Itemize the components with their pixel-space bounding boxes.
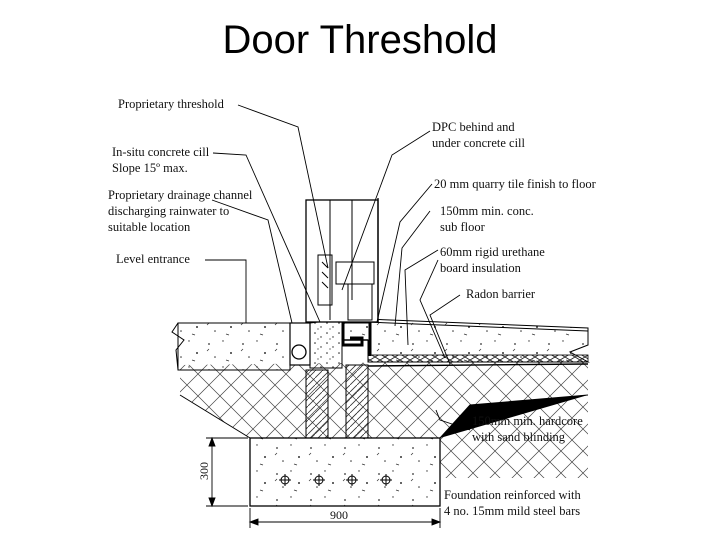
label-hardcore: 150mm min. hardcore [472,414,583,428]
concrete-cill [309,318,343,369]
width-dimension-label: 900 [330,508,348,522]
label-quarry-tile: 20 mm quarry tile finish to floor [434,177,597,191]
label-subfloor: 150mm min. conc. [440,204,534,218]
label-foundation: Foundation reinforced with [444,488,582,502]
drainage-channel [289,322,311,366]
label-radon-barrier: Radon barrier [466,287,536,301]
label-drainage-location: suitable location [108,220,191,234]
page-title: Door Threshold [222,18,498,62]
label-drainage-channel: Proprietary drainage channel [108,188,253,202]
leader-lines [205,104,471,431]
hardcore-layer [179,360,589,478]
label-cill-slope: Slope 15º max. [112,161,188,175]
foundation [249,437,441,507]
label-insulation: 60mm rigid urethane [440,245,545,259]
internal-floor [341,317,590,367]
label-proprietary-threshold: Proprietary threshold [118,97,225,111]
label-insitu-cill: In-situ concrete cill [112,145,210,159]
label-level-entrance: Level entrance [116,252,190,266]
label-insulation-2: board insulation [440,261,522,275]
label-drainage-discharge: discharging rainwater to [108,204,229,218]
external-paving-slab [171,322,291,371]
label-dpc-under-cill: under concrete cill [432,136,526,150]
label-subfloor-2: sub floor [440,220,486,234]
height-dimension-label: 300 [197,462,211,480]
dimension-lines [206,436,442,528]
label-foundation-2: 4 no. 15mm mild steel bars [444,504,580,518]
label-dpc: DPC behind and [432,120,515,134]
label-hardcore-2: with sand blinding [472,430,566,444]
